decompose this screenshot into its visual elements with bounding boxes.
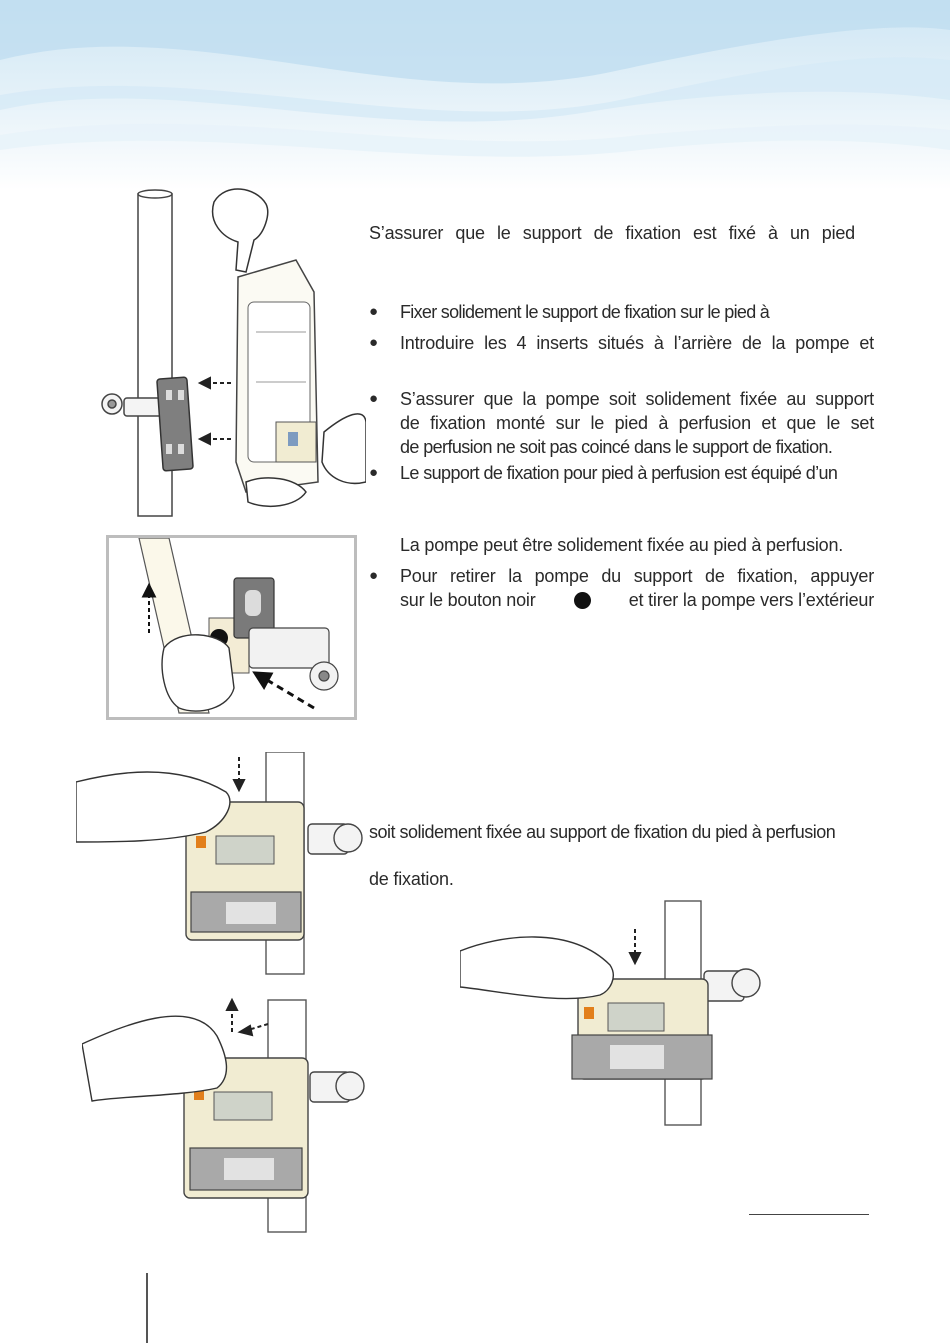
continuation-text: La pompe peut être solidement fixée au p… <box>400 535 844 555</box>
bullet-dot-icon: ● <box>369 464 379 481</box>
pump-icon <box>185 801 305 941</box>
bullet-text-secure-line2: de fixation monté sur le pied à perfusio… <box>400 413 874 433</box>
knob-clamp-icon <box>703 968 761 1002</box>
bullet-text-secure-line3: de perfusion ne soit pas coincé dans le … <box>400 437 833 457</box>
section2-line1: soit solidement fixée au support de fixa… <box>369 822 836 842</box>
bullet-text-support-equipped: Le support de fixation pour pied à perfu… <box>400 463 838 483</box>
arrow-icon <box>197 376 231 446</box>
knob-clamp-icon <box>309 1071 365 1103</box>
remove-pump-line2-start: sur le bouton noir <box>400 590 536 610</box>
pump-icon <box>235 259 319 493</box>
pump-icon <box>571 978 713 1080</box>
arrow-icon <box>628 929 642 966</box>
remove-pump-line1: Pour retirer la pompe du support de fixa… <box>400 566 874 586</box>
arrow-icon <box>232 757 246 793</box>
hand-icon <box>161 634 235 712</box>
remove-pump-line2: sur le bouton noir et tirer la pompe ver… <box>400 588 874 612</box>
figure-pump-press-top <box>76 752 363 975</box>
header-wave-band <box>0 0 950 190</box>
remove-pump-line2-end: et tirer la pompe vers l’extérieur <box>628 590 874 610</box>
arrow-icon <box>141 582 315 710</box>
pump-icon <box>183 1057 309 1199</box>
section2-line2: de fixation. <box>369 869 454 889</box>
bullet-dot-icon: ● <box>369 334 379 351</box>
knob-clamp-icon <box>248 627 339 691</box>
page-margin-rule <box>146 1273 148 1343</box>
bullet-dot-icon: ● <box>369 303 379 320</box>
figure-release-button-closeup <box>106 535 357 720</box>
bullet-dot-icon: ● <box>369 390 379 407</box>
pole-icon <box>137 189 173 517</box>
bullet-text-secure-line1: S’assurer que la pompe soit solidement f… <box>400 389 874 409</box>
mounting-plate-icon <box>156 376 194 472</box>
release-closeup-graphic <box>138 538 339 714</box>
knob-clamp-icon <box>307 823 363 855</box>
hand-icon <box>211 188 366 508</box>
bullet-text-fix-support: Fixer solidement le support de fixation … <box>400 302 770 322</box>
bullet-dot-icon: ● <box>369 567 379 584</box>
hand-icon <box>82 1015 228 1102</box>
mounting-plate-icon <box>233 577 275 639</box>
figure-pump-lift <box>82 997 365 1233</box>
black-button-icon <box>573 591 591 609</box>
hand-icon <box>76 771 231 843</box>
bullet-text-inserts: Introduire les 4 inserts situés à l’arri… <box>400 333 874 353</box>
figure-pump-seated <box>460 900 761 1126</box>
hand-icon <box>460 936 614 1000</box>
header-wave-graphic <box>0 0 950 157</box>
footnote-rule <box>749 1214 869 1215</box>
arrow-icon <box>225 997 269 1037</box>
intro-text: S’assurer que le support de fixation est… <box>369 223 855 243</box>
figure-pump-mounting <box>101 188 366 517</box>
